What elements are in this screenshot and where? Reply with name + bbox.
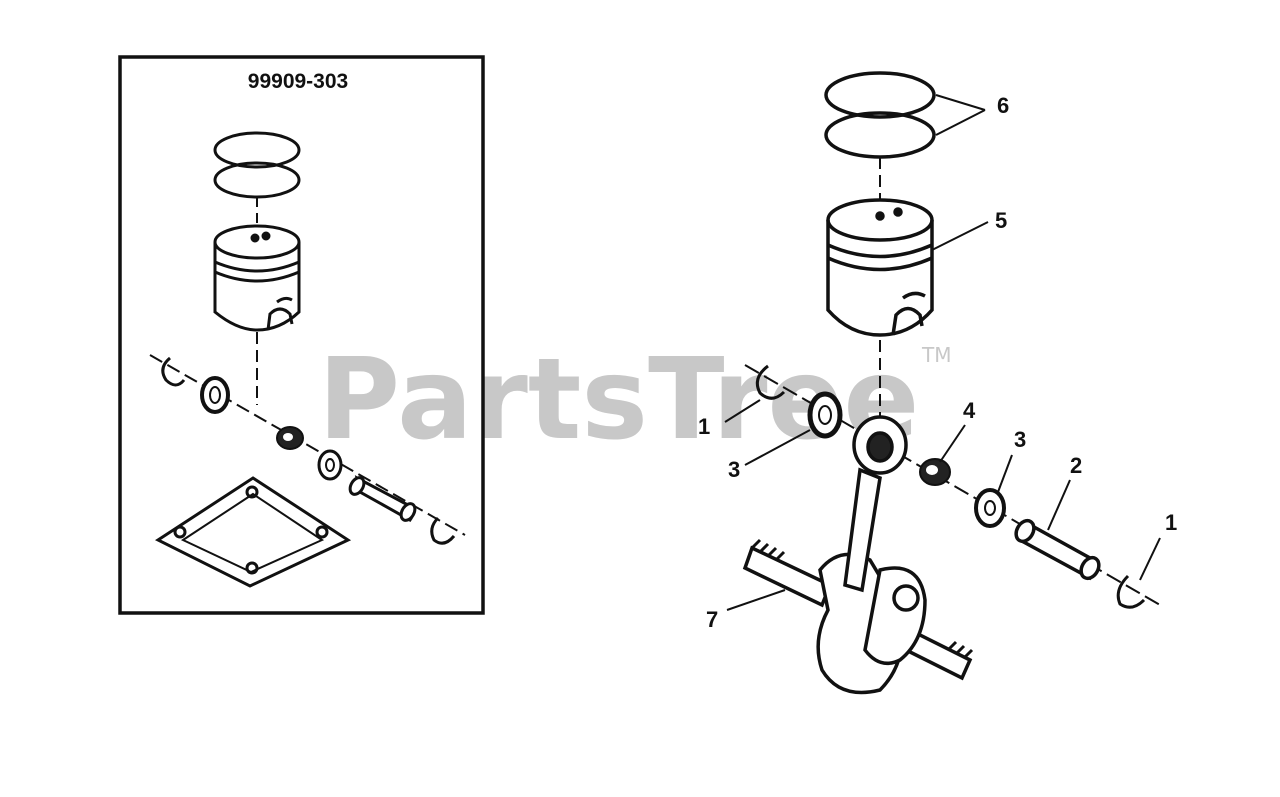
watermark-tm: TM <box>921 343 951 367</box>
callout-crankshaft: 7 <box>706 607 718 632</box>
kit-piston-pin <box>348 475 417 522</box>
washer-right <box>974 488 1006 528</box>
exploded-view: 6 5 1 3 4 3 2 1 7 <box>698 71 1177 695</box>
callout-piston: 5 <box>995 208 1007 233</box>
washer-left <box>807 391 843 439</box>
callout-washer-left: 3 <box>728 457 740 482</box>
callout-piston-pin: 2 <box>1070 453 1082 478</box>
kit-needle-bearing <box>276 426 304 450</box>
piston-pin <box>1014 518 1101 581</box>
kit-gasket <box>154 476 352 588</box>
kit-border <box>118 55 485 615</box>
kit-snap-ring-right <box>430 516 456 545</box>
snap-ring-left <box>755 364 786 400</box>
kit-box: 99909-303 <box>118 55 485 615</box>
callout-needle-bearing: 4 <box>963 398 976 423</box>
kit-washer-right <box>317 449 343 481</box>
callout-snap-ring-left: 1 <box>698 414 710 439</box>
needle-bearing <box>919 458 951 486</box>
connecting-rod <box>843 415 908 593</box>
kit-piston-rings <box>213 131 301 199</box>
snap-ring-right <box>1116 574 1146 609</box>
callout-washer-right: 3 <box>1014 427 1026 452</box>
kit-piston <box>213 224 301 332</box>
kit-snap-ring-left <box>161 356 186 387</box>
callout-snap-ring-right: 1 <box>1165 510 1177 535</box>
kit-washer-left <box>200 376 230 414</box>
piston-rings <box>824 71 936 159</box>
leader-lines <box>724 94 1161 611</box>
crankshaft <box>742 538 974 695</box>
callout-piston-rings: 6 <box>997 93 1009 118</box>
piston <box>826 198 934 337</box>
kit-part-number: 99909-303 <box>248 70 348 93</box>
